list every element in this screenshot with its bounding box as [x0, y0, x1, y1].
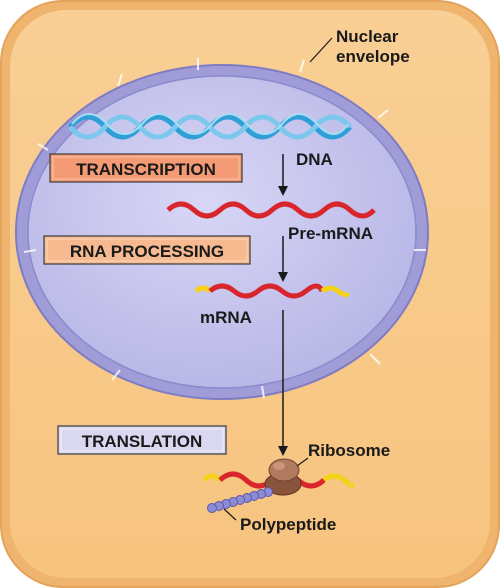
pre-mrna-strand: [166, 201, 376, 219]
mrna-label: mRNA: [200, 308, 252, 327]
nuclear-envelope-label-line2: envelope: [336, 47, 410, 66]
nuclear-envelope-pointer: [309, 37, 333, 63]
dna-label: DNA: [296, 150, 333, 169]
dna-double-helix: [68, 113, 352, 140]
rna-processing-box: [43, 235, 251, 265]
polypeptide-label: Polypeptide: [240, 515, 336, 534]
translation-label: TRANSLATION: [82, 432, 203, 451]
polypeptide-chain: [207, 487, 273, 513]
ribosome: [264, 458, 302, 496]
rna-processing-label: RNA PROCESSING: [70, 242, 224, 261]
transcription-box: [49, 153, 243, 183]
translation-box: [57, 425, 227, 455]
ribosome-pointer: [296, 457, 309, 467]
nuclear-pores: [23, 58, 426, 399]
ribosome-label: Ribosome: [308, 441, 390, 460]
mrna-strand: [194, 283, 351, 299]
nuclear-envelope-label-line1: Nuclear: [336, 27, 399, 46]
transcription-label: TRANSCRIPTION: [76, 160, 216, 179]
pre-mrna-label: Pre-mRNA: [288, 224, 373, 243]
polypeptide-pointer: [223, 508, 237, 521]
